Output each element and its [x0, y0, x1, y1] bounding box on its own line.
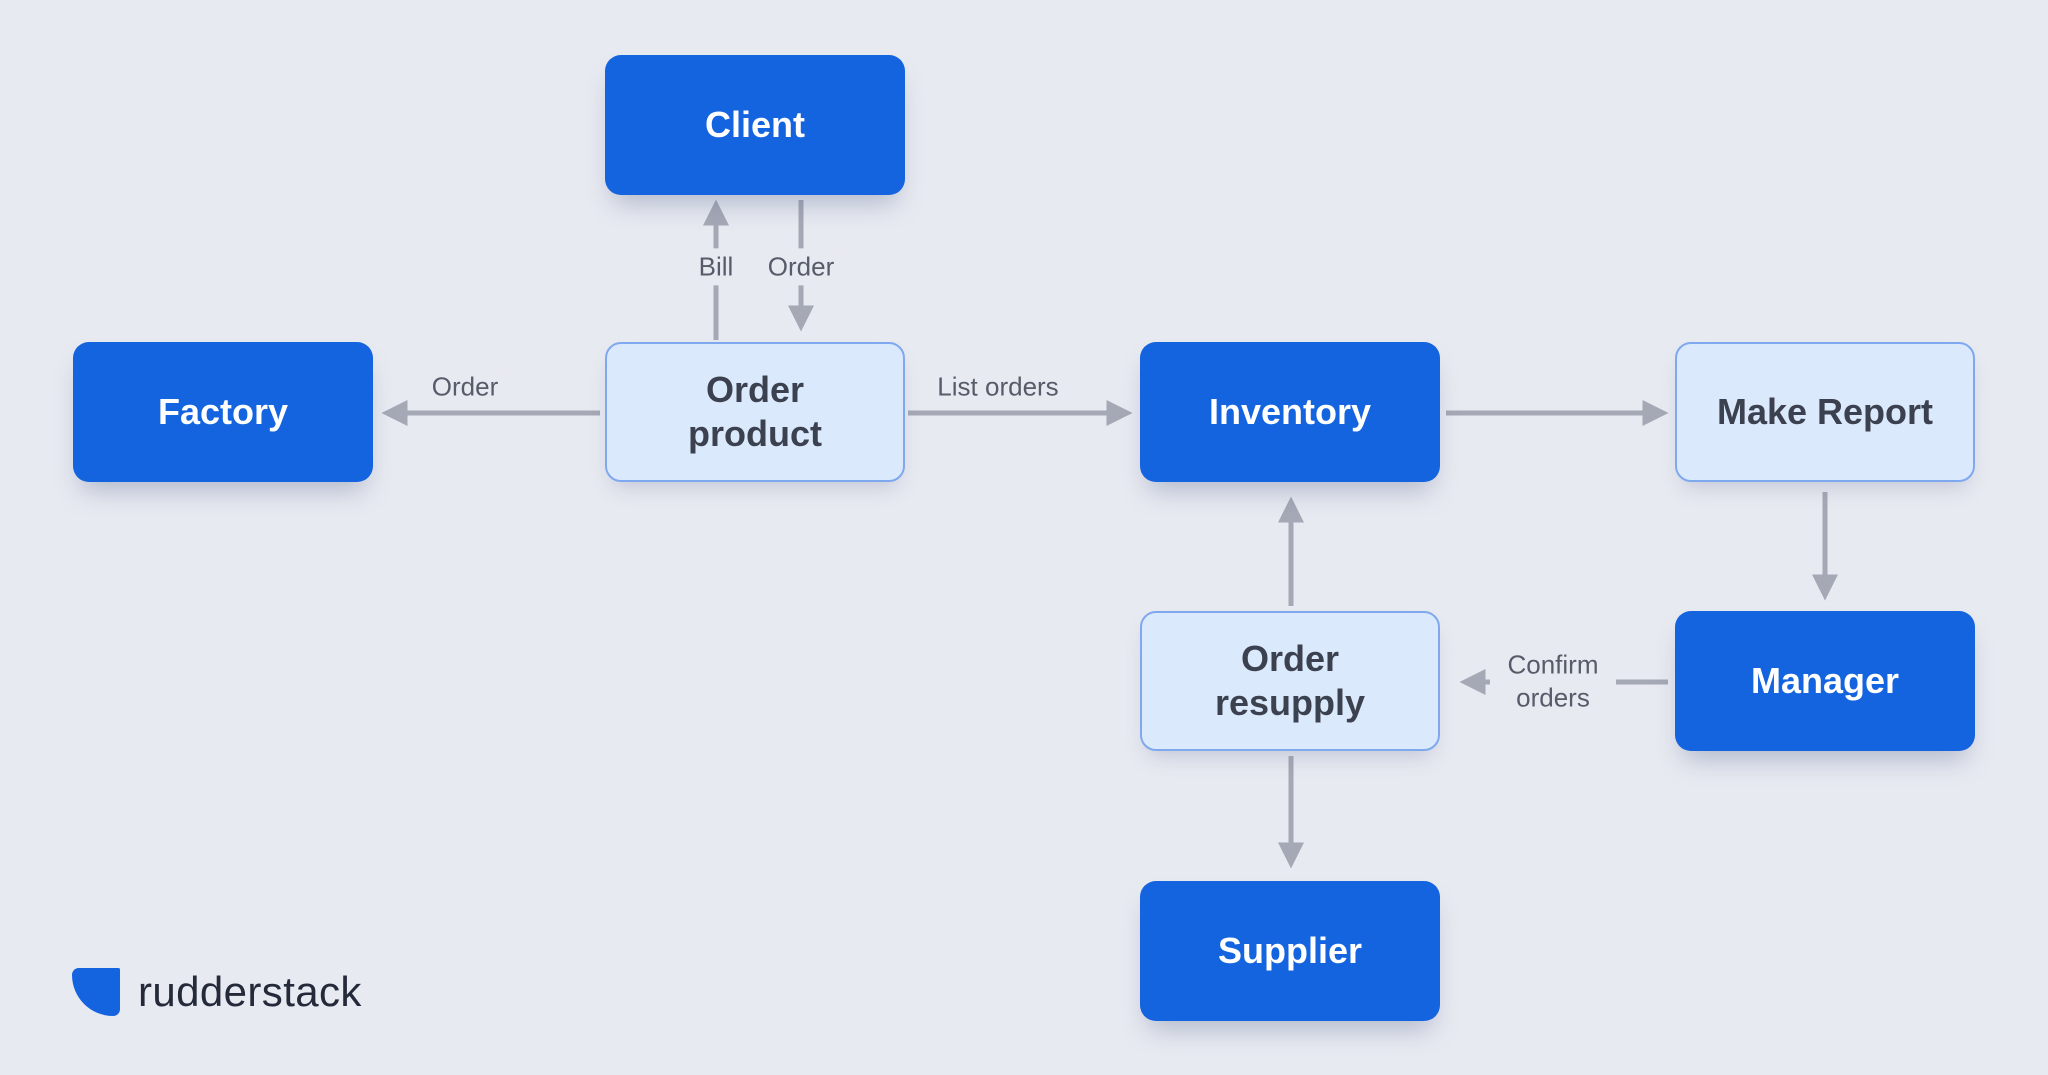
node-client-label: Client	[704, 104, 805, 146]
node-inventory-label: Inventory	[1208, 391, 1372, 433]
node-supplier: Supplier	[1140, 881, 1440, 1021]
edge-label-confirm-orders: Confirm orders	[1490, 646, 1616, 718]
rudderstack-logo-icon	[72, 968, 120, 1016]
edge-label-order-to-factory: Order	[422, 368, 508, 406]
node-supplier-label: Supplier	[1217, 930, 1363, 972]
rudderstack-logo: rudderstack	[72, 968, 362, 1016]
rudderstack-logo-text: rudderstack	[138, 968, 362, 1015]
edge-label-order-from-client: Order	[758, 248, 844, 286]
node-manager: Manager	[1675, 611, 1975, 751]
node-order-product: Order product	[605, 342, 905, 482]
node-order-product-label: Order product	[688, 369, 822, 454]
node-make-report: Make Report	[1675, 342, 1975, 482]
node-order-resupply-label: Order resupply	[1214, 638, 1366, 723]
node-make-report-label: Make Report	[1716, 391, 1934, 433]
node-order-resupply: Order resupply	[1140, 611, 1440, 751]
edge-label-bill: Bill	[689, 248, 743, 286]
node-client: Client	[605, 55, 905, 195]
node-factory: Factory	[73, 342, 373, 482]
node-factory-label: Factory	[157, 391, 289, 433]
edge-label-list-orders: List orders	[928, 368, 1068, 406]
node-manager-label: Manager	[1750, 660, 1900, 702]
node-inventory: Inventory	[1140, 342, 1440, 482]
